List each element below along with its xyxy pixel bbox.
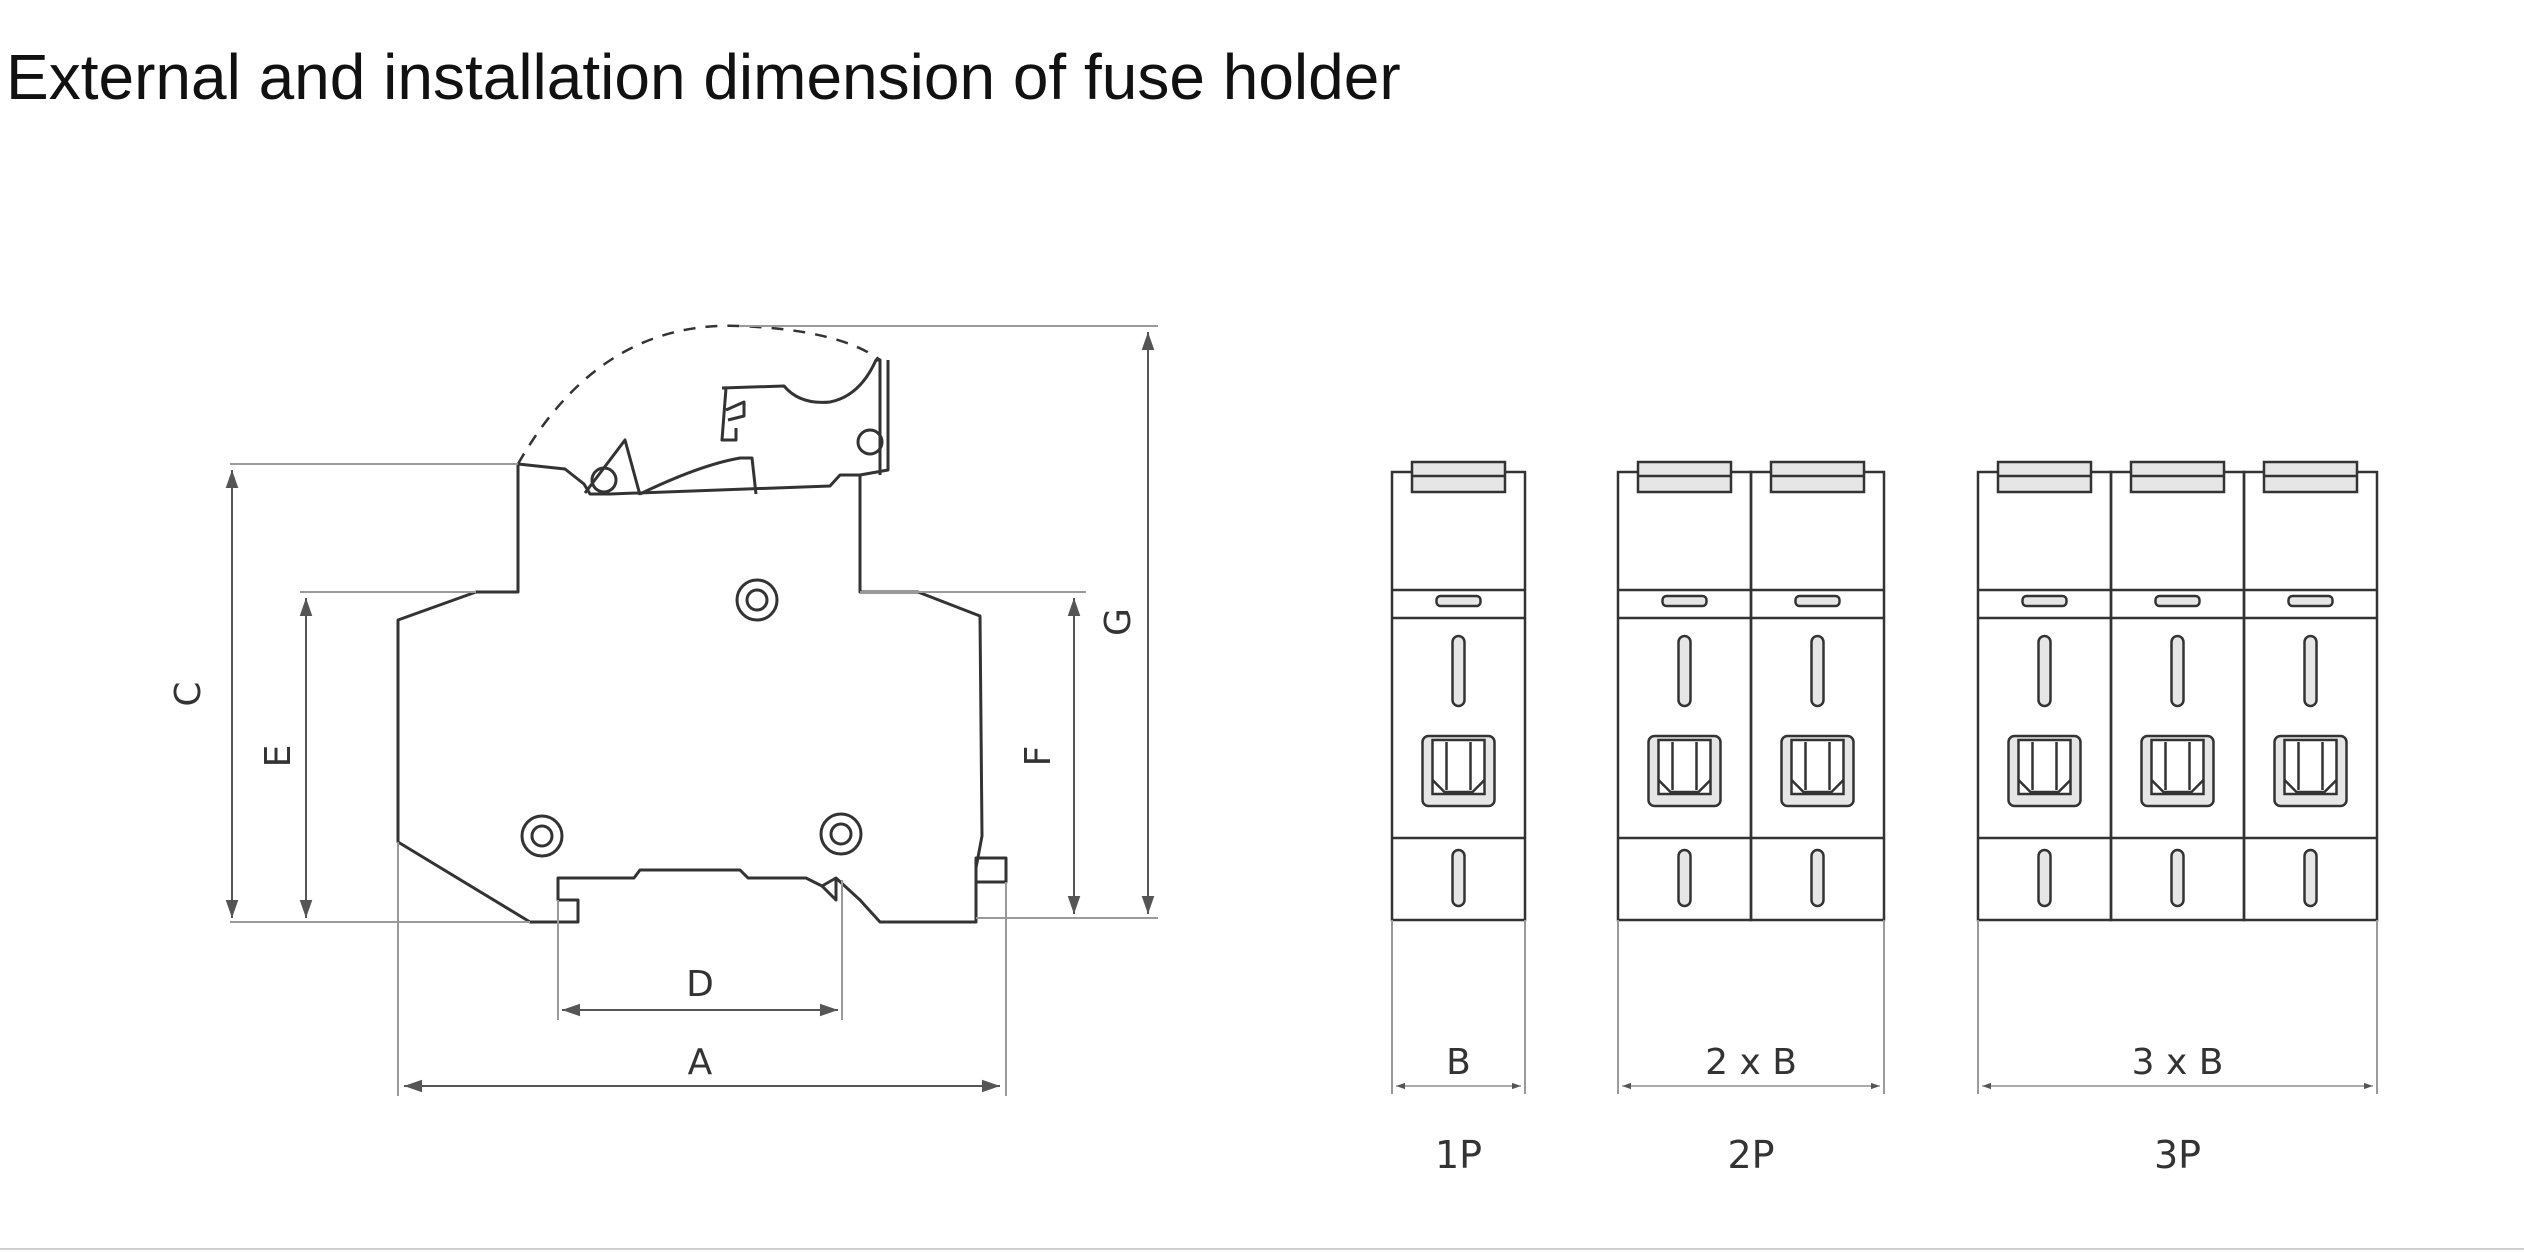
pole-indicator-slot bbox=[1794, 594, 1841, 608]
pole-handle-ridge bbox=[2150, 779, 2205, 794]
pole-window-upper bbox=[1451, 634, 1466, 708]
pole-window-upper bbox=[2170, 634, 2185, 708]
front-view-extension-lines bbox=[1977, 920, 2378, 1094]
page-title: External and installation dimension of f… bbox=[6, 41, 1401, 113]
front-view-width-label: 2 x B bbox=[1705, 1042, 1797, 1083]
pole-window-upper bbox=[2037, 634, 2052, 708]
front-view-caption: 3P bbox=[2154, 1133, 2201, 1177]
front-views: B 1P 2 x B 2P 3 x B 3P bbox=[1390, 460, 2379, 1177]
front-view-width-label: 3 x B bbox=[2132, 1042, 2224, 1083]
front-view-caption: 1P bbox=[1435, 1133, 1482, 1177]
side-view-lever-arm bbox=[639, 456, 758, 496]
pole-handle-ridge bbox=[1431, 779, 1486, 794]
pole-handle-grip bbox=[2017, 738, 2072, 796]
pole-window-lower bbox=[1451, 848, 1466, 908]
side-view-din-hook bbox=[820, 878, 838, 902]
pole-module bbox=[1749, 460, 1886, 922]
dim-label-g: G bbox=[1098, 608, 1139, 636]
pole-window-lower bbox=[2303, 848, 2318, 908]
pole-indicator-slot bbox=[2021, 594, 2068, 608]
bottom-rule bbox=[0, 1248, 2524, 1250]
pole-module bbox=[1616, 460, 1753, 922]
dim-label-d: D bbox=[686, 964, 714, 1005]
pole-window-upper bbox=[2303, 634, 2318, 708]
pole-handle-ridge bbox=[2017, 779, 2072, 794]
pole-indicator-slot bbox=[2154, 594, 2201, 608]
pole-module bbox=[2109, 460, 2246, 922]
side-view-screw-top bbox=[735, 578, 779, 622]
pole-window-upper bbox=[1677, 634, 1692, 708]
front-view-3p: 3 x B 3P bbox=[1976, 460, 2379, 1177]
pole-module bbox=[2242, 460, 2379, 922]
pole-indicator-slot bbox=[1435, 594, 1482, 608]
side-view-screw-right bbox=[819, 812, 863, 856]
pole-handle-grip bbox=[2283, 738, 2338, 796]
dim-label-e: E bbox=[258, 745, 299, 768]
pole-handle-grip bbox=[2150, 738, 2205, 796]
pole-window-lower bbox=[1677, 848, 1692, 908]
side-view-clip bbox=[720, 358, 890, 477]
pole-handle-grip bbox=[1657, 738, 1712, 796]
pole-module bbox=[1976, 460, 2113, 922]
side-view-open-arc bbox=[516, 324, 881, 465]
pole-handle-ridge bbox=[1657, 779, 1712, 794]
pole-window-upper bbox=[1810, 634, 1825, 708]
pole-handle-ridge bbox=[1790, 779, 1845, 794]
pole-indicator-slot bbox=[1661, 594, 1708, 608]
pole-module bbox=[1390, 460, 1527, 922]
side-view-lever-pivot bbox=[590, 466, 618, 494]
front-view-1p: B 1P bbox=[1390, 460, 1527, 1177]
pole-handle-ridge bbox=[2283, 779, 2338, 794]
front-view-2p: 2 x B 2P bbox=[1616, 460, 1886, 1177]
front-view-caption: 2P bbox=[1727, 1133, 1774, 1177]
dim-label-c: C bbox=[168, 681, 209, 706]
dim-label-a: A bbox=[688, 1042, 713, 1083]
pole-window-lower bbox=[1810, 848, 1825, 908]
side-view-extension-lines bbox=[230, 325, 1158, 1096]
side-view-din-clip bbox=[974, 856, 1008, 884]
side-view-lever bbox=[583, 438, 642, 496]
side-view bbox=[396, 324, 1008, 924]
side-view-clip-hole bbox=[856, 428, 884, 456]
pole-indicator-slot bbox=[2287, 594, 2334, 608]
front-view-extension-lines bbox=[1391, 920, 1526, 1094]
dim-label-f: F bbox=[1018, 746, 1059, 767]
pole-handle-grip bbox=[1431, 738, 1486, 796]
pole-handle-grip bbox=[1790, 738, 1845, 796]
front-view-extension-lines bbox=[1617, 920, 1885, 1094]
pole-window-lower bbox=[2037, 848, 2052, 908]
side-view-dimension-lines bbox=[225, 332, 1155, 1093]
side-view-body-outline bbox=[396, 462, 984, 924]
front-view-width-label: B bbox=[1446, 1042, 1471, 1083]
pole-window-lower bbox=[2170, 848, 2185, 908]
side-view-screw-left bbox=[520, 814, 564, 858]
